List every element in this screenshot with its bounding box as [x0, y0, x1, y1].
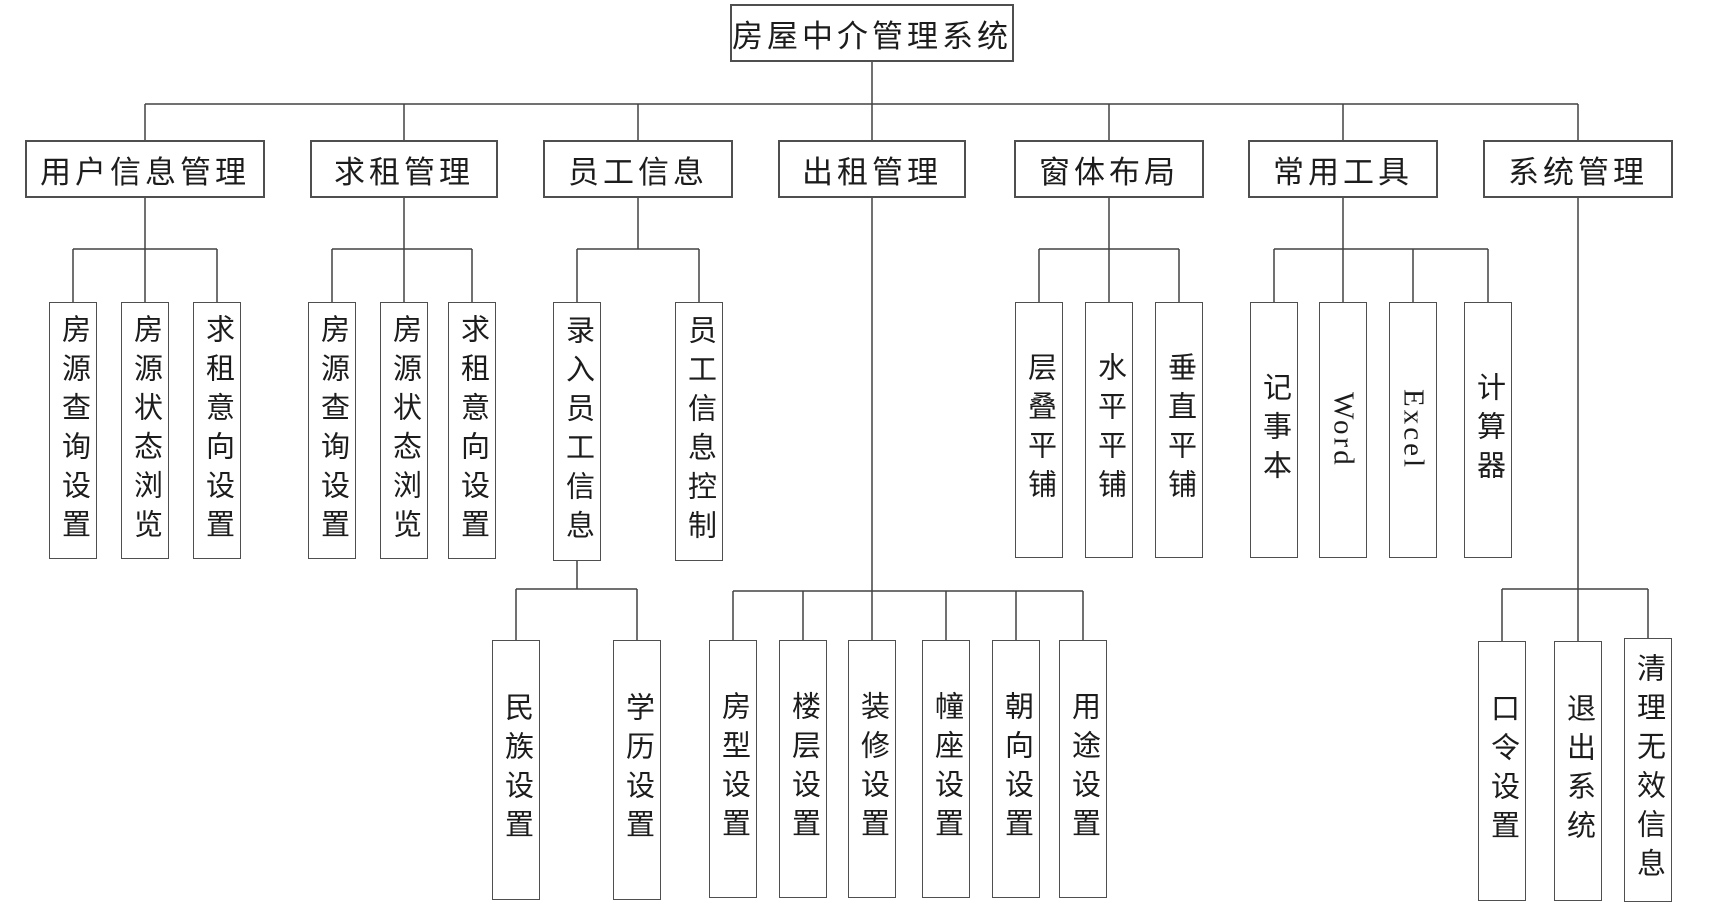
node-label-root: 房屋中介管理系统: [732, 18, 1012, 54]
node-label-rent-out-mgmt: 出租管理: [802, 154, 942, 190]
node-room-type-setting: 房型设置: [709, 640, 757, 898]
node-label-building-setting: 幢座设置: [930, 691, 963, 847]
node-password-setting: 口令设置: [1478, 641, 1526, 901]
node-user-house-status: 房源状态浏览: [121, 302, 169, 559]
node-label-calculator: 计算器: [1472, 371, 1505, 489]
node-label-education-setting: 学历设置: [621, 692, 654, 848]
node-label-excel: Excel: [1397, 389, 1430, 471]
node-user-info-mgmt: 用户信息管理: [25, 140, 265, 198]
node-ethnicity-setting: 民族设置: [492, 640, 540, 900]
node-rent-out-mgmt: 出租管理: [778, 140, 966, 198]
node-vertical-tile: 垂直平铺: [1155, 302, 1203, 558]
node-label-floor-setting: 楼层设置: [787, 691, 820, 847]
node-label-seek-house-status: 房源状态浏览: [388, 313, 421, 548]
node-cascade-tile: 层叠平铺: [1015, 302, 1063, 558]
node-notepad: 记事本: [1250, 302, 1298, 558]
node-clean-invalid-info: 清理无效信息: [1624, 638, 1672, 902]
node-label-password-setting: 口令设置: [1486, 693, 1519, 849]
node-label-rent-seek-mgmt: 求租管理: [334, 154, 474, 190]
node-common-tools: 常用工具: [1248, 140, 1438, 198]
node-label-cascade-tile: 层叠平铺: [1023, 352, 1056, 508]
node-label-user-info-mgmt: 用户信息管理: [40, 154, 250, 190]
node-window-layout: 窗体布局: [1014, 140, 1204, 198]
node-education-setting: 学历设置: [613, 640, 661, 900]
node-user-house-query: 房源查询设置: [49, 302, 97, 559]
node-label-employee-info: 员工信息: [568, 154, 708, 190]
node-label-word: Word: [1327, 392, 1360, 468]
node-label-user-house-query: 房源查询设置: [57, 313, 90, 548]
node-label-employee-entry: 录入员工信息: [561, 314, 594, 549]
node-label-clean-invalid-info: 清理无效信息: [1632, 653, 1665, 887]
node-rent-seek-mgmt: 求租管理: [310, 140, 498, 198]
connector-lines: [72, 62, 1649, 641]
node-label-common-tools: 常用工具: [1273, 154, 1413, 190]
node-label-ethnicity-setting: 民族设置: [500, 692, 533, 848]
node-label-user-rent-intent: 求租意向设置: [201, 313, 234, 548]
node-system-mgmt: 系统管理: [1483, 140, 1673, 198]
node-decoration-setting: 装修设置: [848, 640, 896, 898]
node-label-user-house-status: 房源状态浏览: [129, 313, 162, 548]
node-label-window-layout: 窗体布局: [1039, 154, 1179, 190]
node-label-seek-house-query: 房源查询设置: [316, 313, 349, 548]
node-exit-system: 退出系统: [1554, 641, 1602, 901]
node-orientation-setting: 朝向设置: [992, 640, 1040, 898]
node-employee-control: 员工信息控制: [675, 302, 723, 561]
node-label-seek-rent-intent: 求租意向设置: [456, 313, 489, 548]
node-usage-setting: 用途设置: [1059, 640, 1107, 898]
node-label-orientation-setting: 朝向设置: [1000, 691, 1033, 847]
node-user-rent-intent: 求租意向设置: [193, 302, 241, 559]
node-building-setting: 幢座设置: [922, 640, 970, 898]
node-calculator: 计算器: [1464, 302, 1512, 558]
node-seek-rent-intent: 求租意向设置: [448, 302, 496, 559]
node-label-employee-control: 员工信息控制: [683, 314, 716, 549]
node-label-decoration-setting: 装修设置: [856, 691, 889, 847]
node-label-room-type-setting: 房型设置: [717, 691, 750, 847]
node-excel: Excel: [1389, 302, 1437, 558]
node-employee-entry: 录入员工信息: [553, 302, 601, 561]
node-horizontal-tile: 水平平铺: [1085, 302, 1133, 558]
node-floor-setting: 楼层设置: [779, 640, 827, 898]
node-employee-info: 员工信息: [543, 140, 733, 198]
node-root: 房屋中介管理系统: [730, 4, 1014, 62]
node-label-system-mgmt: 系统管理: [1508, 154, 1648, 190]
node-label-notepad: 记事本: [1258, 371, 1291, 489]
node-label-usage-setting: 用途设置: [1067, 691, 1100, 847]
node-word: Word: [1319, 302, 1367, 558]
node-label-exit-system: 退出系统: [1562, 693, 1595, 849]
node-label-horizontal-tile: 水平平铺: [1093, 352, 1126, 508]
node-seek-house-query: 房源查询设置: [308, 302, 356, 559]
node-seek-house-status: 房源状态浏览: [380, 302, 428, 559]
node-label-vertical-tile: 垂直平铺: [1163, 352, 1196, 508]
